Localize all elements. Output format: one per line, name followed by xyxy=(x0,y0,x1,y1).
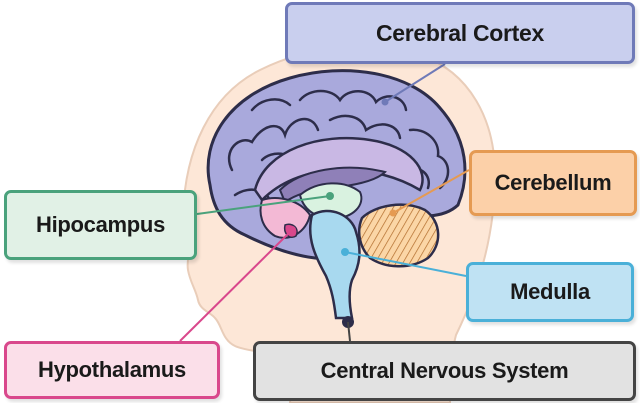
brain-stem xyxy=(308,209,361,320)
cerebellum-region xyxy=(358,203,440,268)
hippocampus-label: Hipocampus xyxy=(4,190,197,260)
central-nervous-system-label: Central Nervous System xyxy=(253,341,636,401)
leader-lines xyxy=(179,63,470,342)
cerebral-cortex-label: Cerebral Cortex xyxy=(285,2,635,64)
hypothalamus-label: Hypothalamus xyxy=(4,341,220,399)
medulla-label: Medulla xyxy=(466,262,634,322)
cerebellum-label: Cerebellum xyxy=(469,150,637,216)
